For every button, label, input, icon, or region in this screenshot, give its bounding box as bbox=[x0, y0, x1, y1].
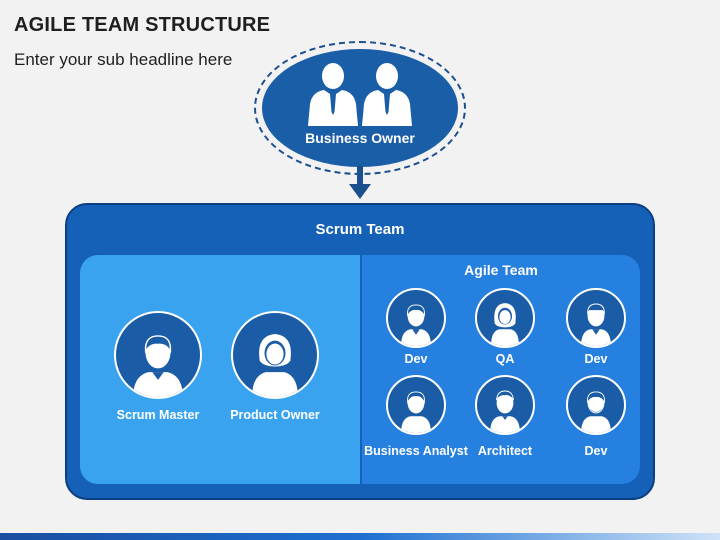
business-owner-node bbox=[262, 49, 458, 167]
developer-icon bbox=[566, 288, 626, 348]
down-arrow-icon bbox=[348, 166, 372, 200]
member-label: Dev bbox=[404, 352, 428, 366]
scrum-team-label: Scrum Team bbox=[315, 221, 405, 238]
architect-icon bbox=[475, 375, 535, 435]
qa-female-icon bbox=[475, 288, 535, 348]
business-people-icon bbox=[300, 60, 420, 126]
female-avatar-icon bbox=[231, 311, 319, 399]
member-label: Architect bbox=[477, 444, 533, 458]
business-owner-label: Business Owner bbox=[305, 130, 415, 146]
page-title: AGILE TEAM STRUCTURE bbox=[14, 14, 271, 36]
analyst-icon bbox=[386, 375, 446, 435]
scrum-master-label: Scrum Master bbox=[116, 408, 200, 422]
page-subtitle: Enter your sub headline here bbox=[14, 50, 233, 69]
member-label: QA bbox=[495, 352, 515, 366]
agile-team-label: Agile Team bbox=[464, 262, 538, 278]
footer-accent-bar bbox=[0, 533, 720, 540]
developer-icon bbox=[566, 375, 626, 435]
member-label: Dev bbox=[584, 352, 608, 366]
developer-icon bbox=[386, 288, 446, 348]
member-label: Business Analyst bbox=[364, 444, 468, 458]
male-avatar-icon bbox=[114, 311, 202, 399]
product-owner-label: Product Owner bbox=[230, 408, 320, 422]
member-label: Dev bbox=[584, 444, 608, 458]
